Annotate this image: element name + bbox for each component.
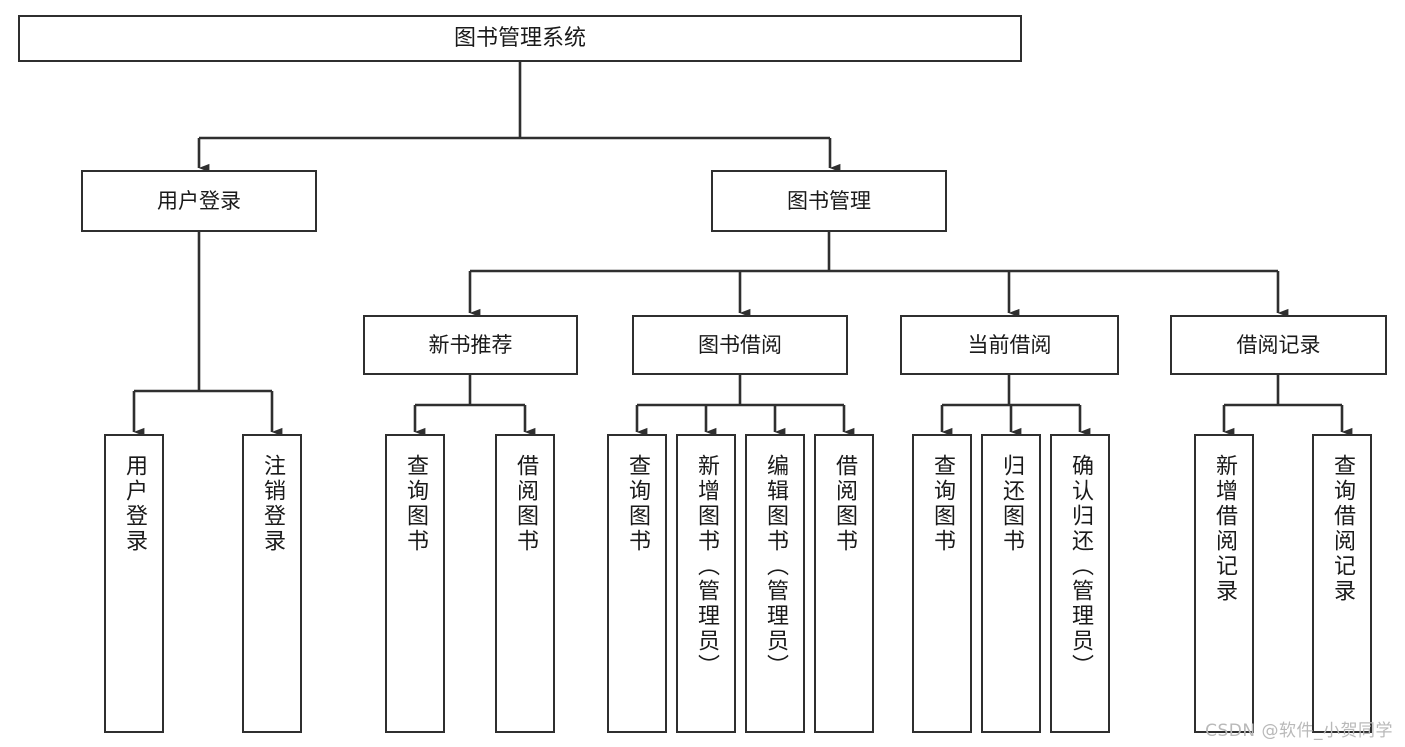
node-label: 确认归还（管理员）: [1068, 454, 1093, 679]
node-leaf-add-book[interactable]: 新增图书（管理员）: [676, 434, 736, 733]
node-label: 图书管理系统: [453, 25, 586, 51]
node-leaf-edit-book[interactable]: 编辑图书（管理员）: [745, 434, 805, 733]
node-label: 查询图书: [625, 454, 650, 554]
node-leaf-return-book[interactable]: 归还图书: [981, 434, 1041, 733]
node-leaf-query-book-1[interactable]: 查询图书: [385, 434, 445, 733]
node-label: 新增图书（管理员）: [694, 454, 719, 679]
node-book-borrow[interactable]: 图书借阅: [632, 315, 848, 375]
node-label: 借阅记录: [1236, 332, 1321, 357]
node-label: 注销登录: [260, 454, 285, 554]
node-leaf-query-record[interactable]: 查询借阅记录: [1312, 434, 1372, 733]
node-label: 借阅图书: [832, 454, 857, 554]
node-label: 新增借阅记录: [1212, 454, 1237, 604]
node-leaf-confirm-return[interactable]: 确认归还（管理员）: [1050, 434, 1110, 733]
node-label: 图书借阅: [698, 332, 782, 357]
node-leaf-query-book-2[interactable]: 查询图书: [607, 434, 667, 733]
node-label: 编辑图书（管理员）: [763, 454, 788, 679]
node-borrow-record[interactable]: 借阅记录: [1170, 315, 1387, 375]
node-leaf-add-record[interactable]: 新增借阅记录: [1194, 434, 1254, 733]
node-leaf-borrow-book-1[interactable]: 借阅图书: [495, 434, 555, 733]
node-root-system[interactable]: 图书管理系统: [18, 15, 1022, 62]
node-leaf-user-login[interactable]: 用户登录: [104, 434, 164, 733]
node-new-book-recommend[interactable]: 新书推荐: [363, 315, 578, 375]
node-current-borrow[interactable]: 当前借阅: [900, 315, 1119, 375]
node-label: 查询图书: [403, 454, 428, 554]
node-leaf-borrow-book-2[interactable]: 借阅图书: [814, 434, 874, 733]
node-leaf-query-book-3[interactable]: 查询图书: [912, 434, 972, 733]
node-label: 用户登录: [122, 454, 147, 554]
node-label: 归还图书: [999, 454, 1024, 554]
node-label: 查询借阅记录: [1330, 454, 1355, 604]
node-label: 借阅图书: [513, 454, 538, 554]
node-book-management[interactable]: 图书管理: [711, 170, 947, 232]
node-label: 图书管理: [787, 188, 871, 213]
node-label: 新书推荐: [428, 332, 513, 357]
node-label: 查询图书: [930, 454, 955, 554]
node-user-login[interactable]: 用户登录: [81, 170, 317, 232]
node-label: 当前借阅: [967, 332, 1052, 357]
node-label: 用户登录: [157, 188, 241, 213]
node-leaf-user-logout[interactable]: 注销登录: [242, 434, 302, 733]
